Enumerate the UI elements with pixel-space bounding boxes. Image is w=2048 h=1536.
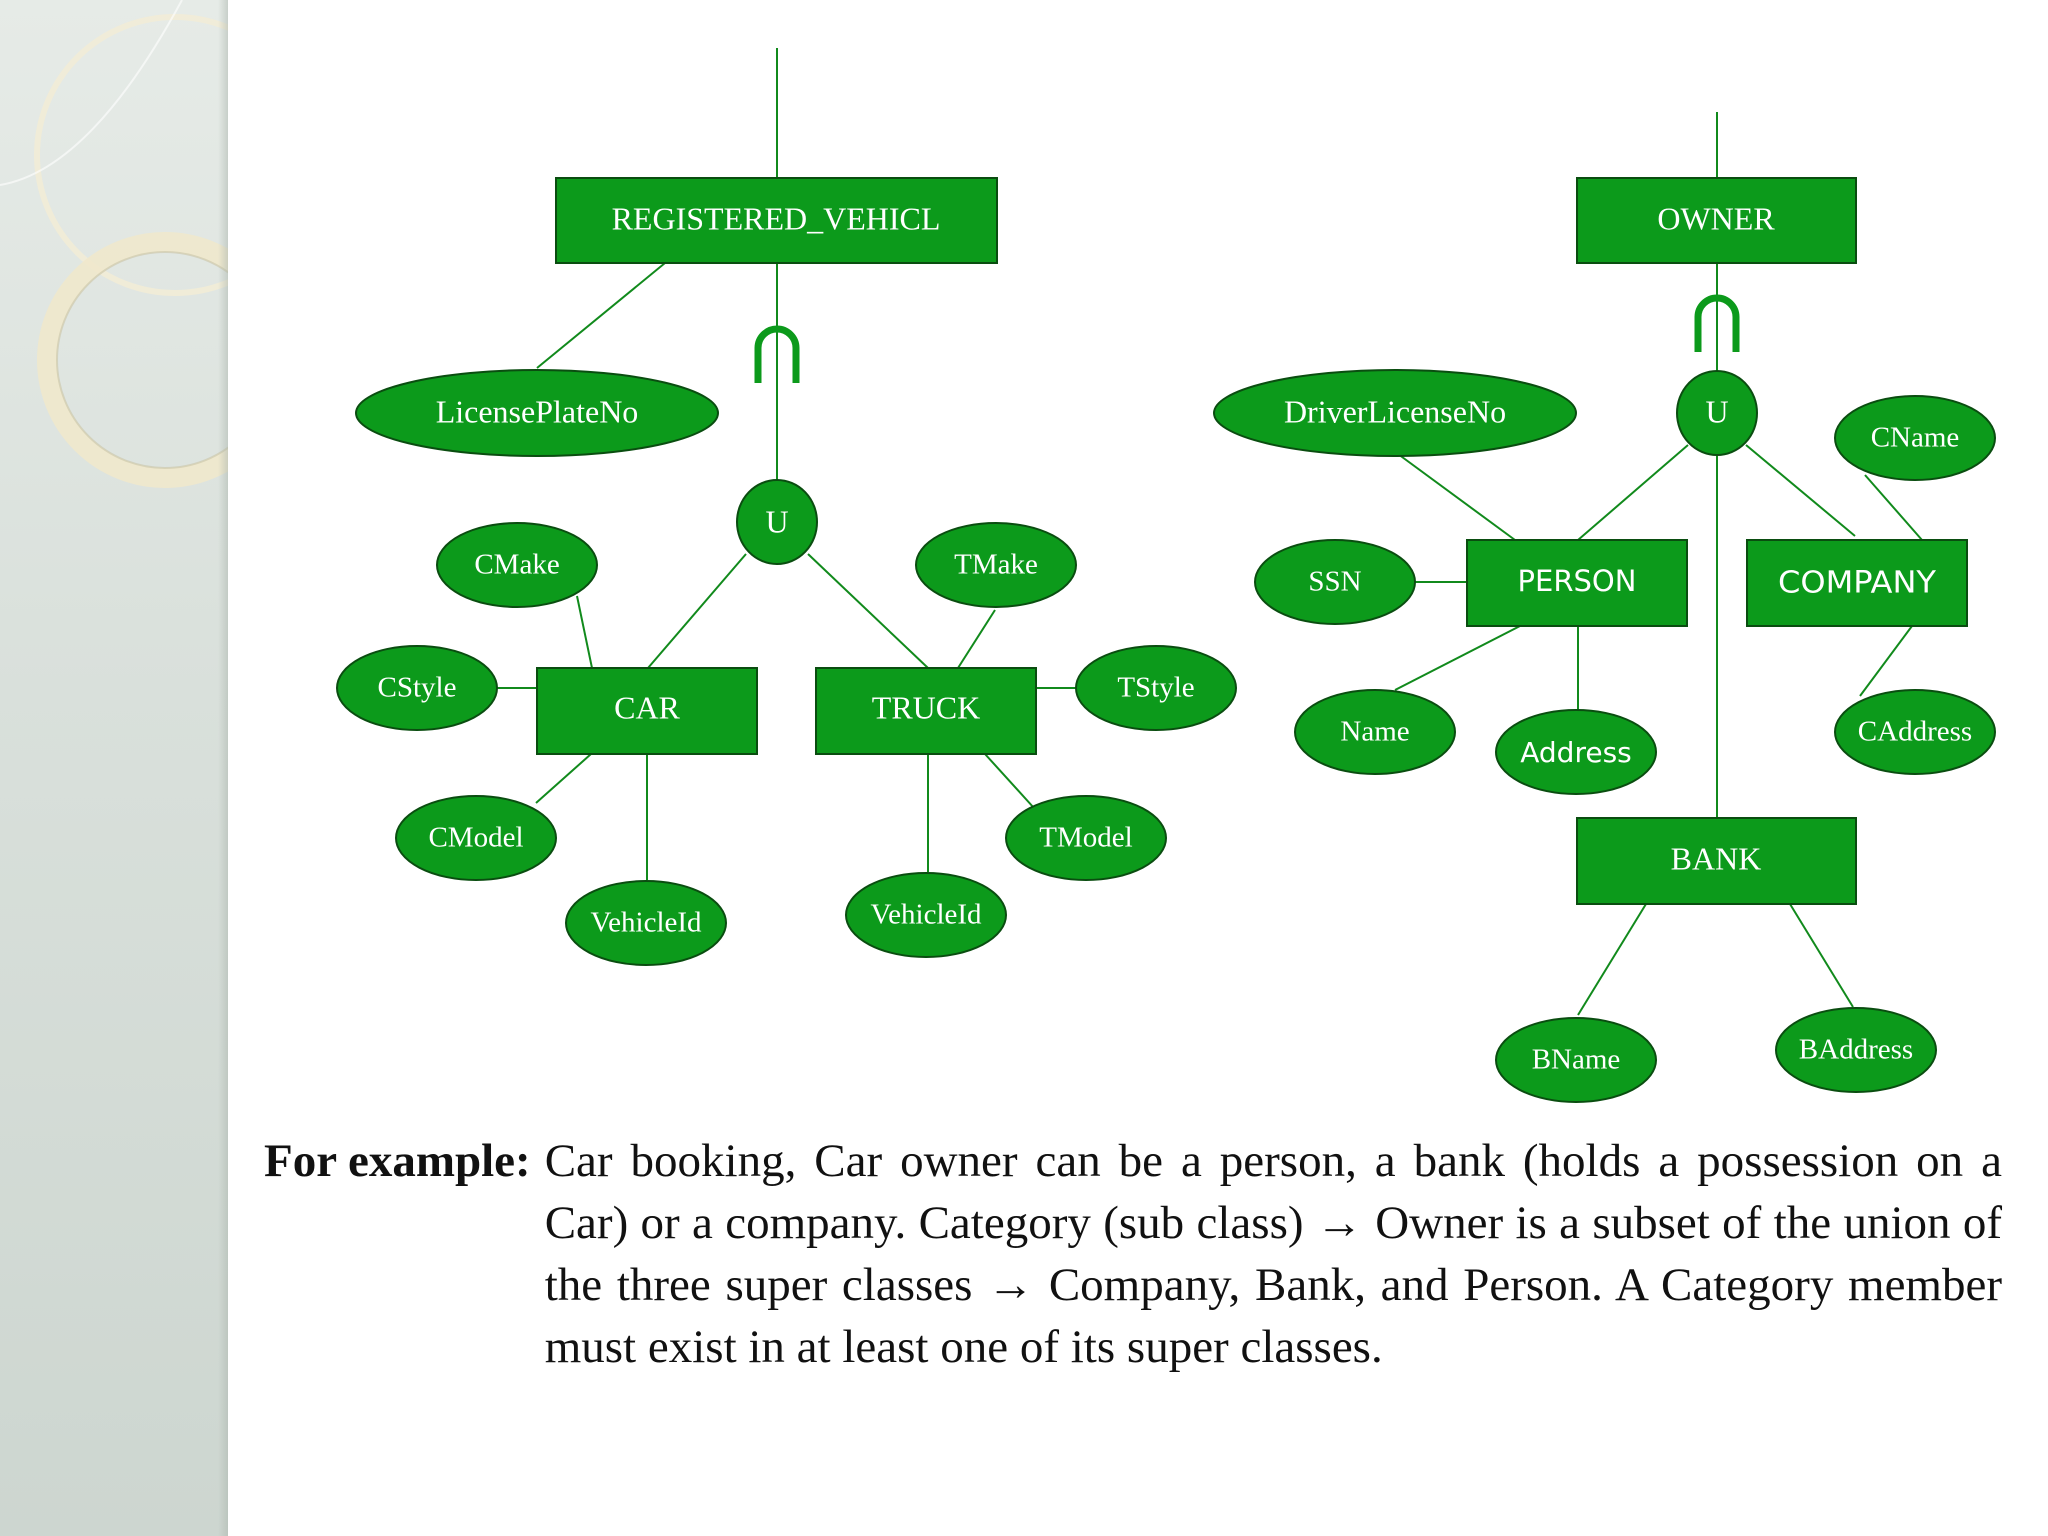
attribute-label: TMake [954,549,1038,581]
attribute-tmake: TMake [915,522,1077,608]
attribute-label: CName [1871,422,1960,454]
example-caption: For example: Car booking, Car owner can … [264,1130,2002,1378]
attribute-label: Address [1520,736,1632,769]
attribute-label: VehicleId [590,907,702,939]
attribute-driver-license-no: DriverLicenseNo [1213,369,1577,457]
caption-text: Car booking, Car owner can be a person, … [544,1135,2002,1373]
entity-label: CAR [614,689,680,725]
subset-symbol-owner [1694,294,1740,352]
union-circle-vehicle: U [736,479,818,565]
attribute-cstyle: CStyle [336,645,498,731]
union-symbol: U [765,503,788,539]
attribute-label: CStyle [378,672,457,704]
entity-company: COMPANY [1746,539,1968,627]
attribute-label: TStyle [1117,672,1194,704]
attribute-label: DriverLicenseNo [1284,393,1506,429]
entity-label: TRUCK [872,689,980,725]
entity-car: CAR [536,667,758,755]
entity-truck: TRUCK [815,667,1037,755]
attribute-cname: CName [1834,395,1996,481]
attribute-truck-vehicle-id: VehicleId [845,872,1007,958]
attribute-tmodel: TModel [1005,795,1167,881]
attribute-ssn: SSN [1254,539,1416,625]
union-circle-owner: U [1676,370,1758,456]
entity-registered-vehicle: REGISTERED_VEHICL [555,177,998,264]
attribute-label: CModel [428,822,523,854]
entity-bank: BANK [1576,817,1857,905]
attribute-label: SSN [1308,566,1361,598]
attribute-label: VehicleId [870,899,982,931]
attribute-license-plate-no: LicensePlateNo [355,369,719,457]
caption-label: For example: [264,1135,531,1187]
attribute-label: BName [1532,1044,1621,1076]
entity-label: COMPANY [1778,566,1937,601]
decorative-rings [0,0,228,488]
subset-symbol-vehicle [754,325,800,383]
attribute-name: Name [1294,689,1456,775]
attribute-label: CMake [474,549,559,581]
attribute-bname: BName [1495,1017,1657,1103]
attribute-caddress: CAddress [1834,689,1996,775]
attribute-baddress: BAddress [1775,1007,1937,1093]
entity-label: PERSON [1518,564,1637,598]
attribute-car-vehicle-id: VehicleId [565,880,727,966]
connector-lines [497,48,1923,1016]
attribute-label: Name [1340,716,1409,748]
entity-label: BANK [1671,840,1762,876]
attribute-tstyle: TStyle [1075,645,1237,731]
attribute-label: LicensePlateNo [436,393,639,429]
entity-person: PERSON [1466,539,1688,627]
entity-label: REGISTERED_VEHICL [612,200,941,236]
attribute-label: BAddress [1799,1034,1913,1066]
attribute-address: Address [1495,709,1657,795]
slide-side-decoration [0,0,228,1536]
entity-owner: OWNER [1576,177,1857,264]
attribute-label: TModel [1039,822,1132,854]
attribute-label: CAddress [1858,716,1972,748]
union-symbol: U [1705,393,1728,429]
entity-label: OWNER [1657,200,1775,236]
attribute-cmake: CMake [436,522,598,608]
attribute-cmodel: CModel [395,795,557,881]
